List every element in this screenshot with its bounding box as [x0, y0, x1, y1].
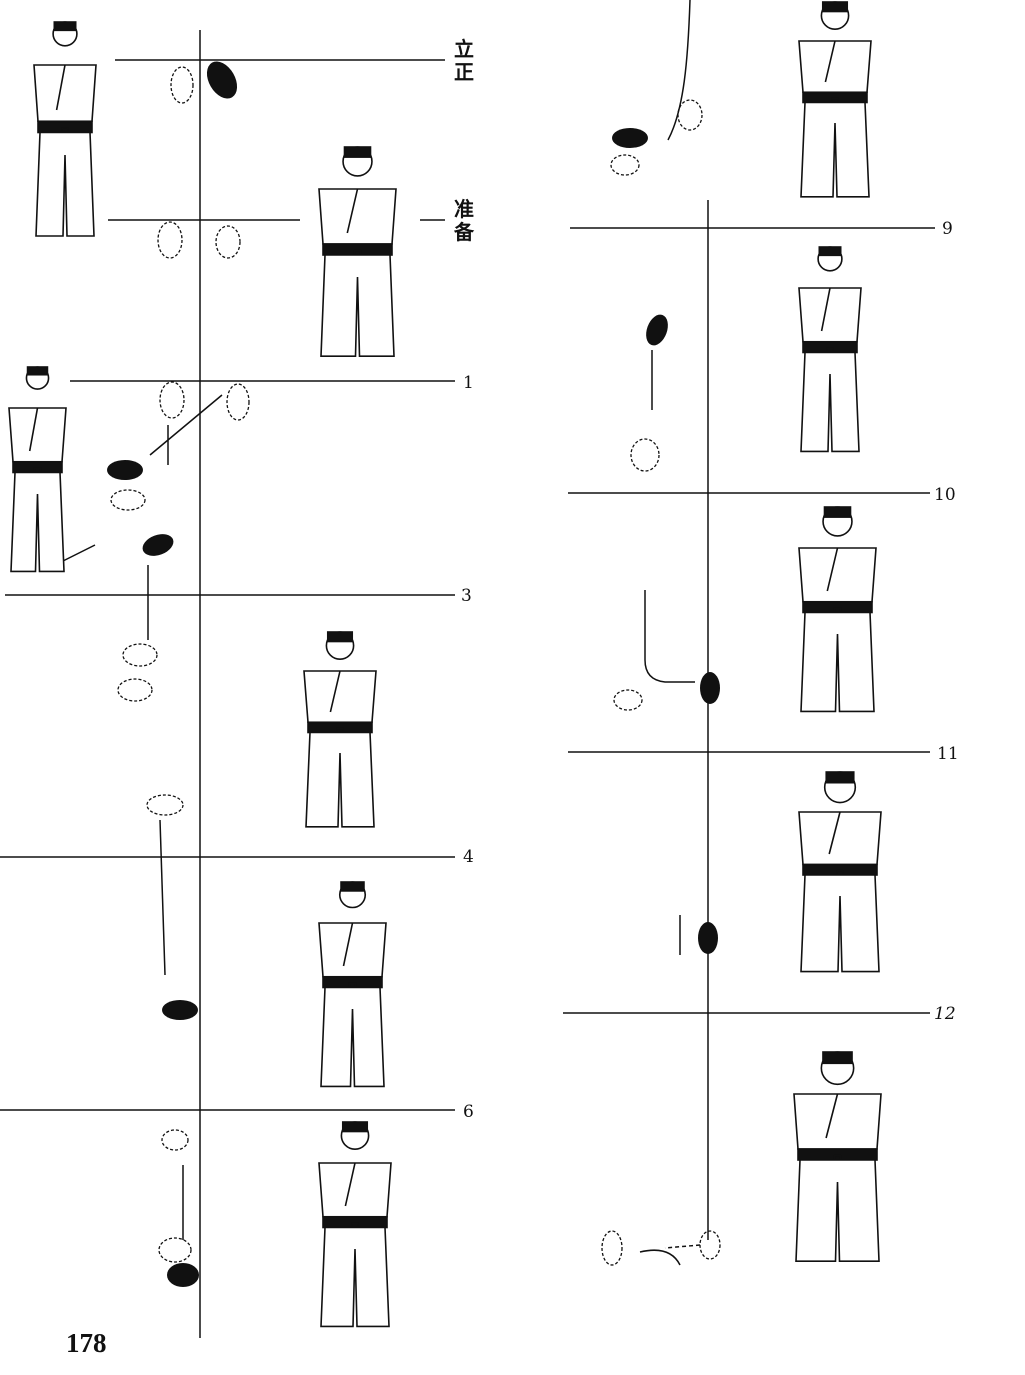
figure-jacket [303, 670, 377, 724]
label-char: 备 [454, 220, 474, 244]
figure-pants [795, 1159, 880, 1262]
figure-hair [821, 1, 849, 13]
figure-lapel [329, 670, 341, 713]
figure-hair [26, 366, 49, 376]
figure-jacket [798, 40, 872, 94]
figure-pants [35, 131, 95, 237]
figure-jacket [798, 547, 877, 603]
figure-lapel [820, 287, 831, 332]
step-number: 12 [934, 1004, 956, 1024]
figure-jacket [798, 811, 882, 866]
step-number: 11 [937, 744, 959, 764]
figure-jacket [798, 287, 862, 343]
ready-stance-label: 准 备 [454, 198, 478, 244]
figure-lapel [346, 188, 359, 234]
figure-pants [320, 986, 385, 1088]
figure-hair [343, 146, 372, 158]
figure-lapel [824, 40, 836, 83]
figure-jacket [33, 64, 97, 123]
figure-pants [800, 351, 860, 453]
figure-lapel [825, 1093, 839, 1139]
figure-jacket [8, 407, 67, 463]
label-char: 正 [454, 60, 474, 84]
figure-jacket [793, 1093, 882, 1150]
figure-lapel [342, 922, 354, 967]
figure-jacket [318, 188, 397, 245]
karateka-figures [8, 1, 882, 1328]
figure-lapel [55, 64, 66, 111]
figure-hair [53, 21, 77, 32]
figure-pants [800, 611, 875, 713]
figure-hair [818, 246, 842, 257]
figure-pants [320, 254, 395, 357]
figure-jacket [318, 922, 387, 978]
page-number: 178 [66, 1328, 107, 1358]
footprints [107, 61, 720, 1287]
figure-hair [326, 631, 354, 643]
step-number: 4 [463, 847, 474, 867]
figure-hair [341, 1121, 369, 1133]
figure-lapel [828, 811, 841, 855]
figure-hair [340, 881, 365, 892]
figure-lapel [826, 547, 839, 592]
figure-lapel [344, 1162, 356, 1207]
step-number: 1 [463, 373, 474, 393]
figure-pants [10, 471, 65, 573]
outline-footprints [110, 66, 721, 1266]
figure-jacket [318, 1162, 392, 1218]
figure-hair [823, 506, 852, 518]
figure-hair [822, 1051, 853, 1065]
label-char: 立 [454, 37, 474, 61]
curved-path-line [667, 0, 691, 141]
figure-pants [800, 874, 880, 973]
figure-lapel [28, 407, 39, 452]
label-char: 准 [454, 197, 474, 221]
step-number: 3 [461, 586, 472, 606]
figure-hair [825, 771, 855, 784]
figure-pants [305, 731, 375, 828]
figure-pants [800, 101, 870, 198]
figure-pants [320, 1226, 390, 1328]
step-number: 9 [942, 219, 953, 239]
step-number: 10 [934, 485, 956, 505]
step-number: 6 [463, 1102, 474, 1122]
guide-lines [0, 0, 935, 1338]
attention-stance-label: 立 正 [454, 38, 478, 84]
